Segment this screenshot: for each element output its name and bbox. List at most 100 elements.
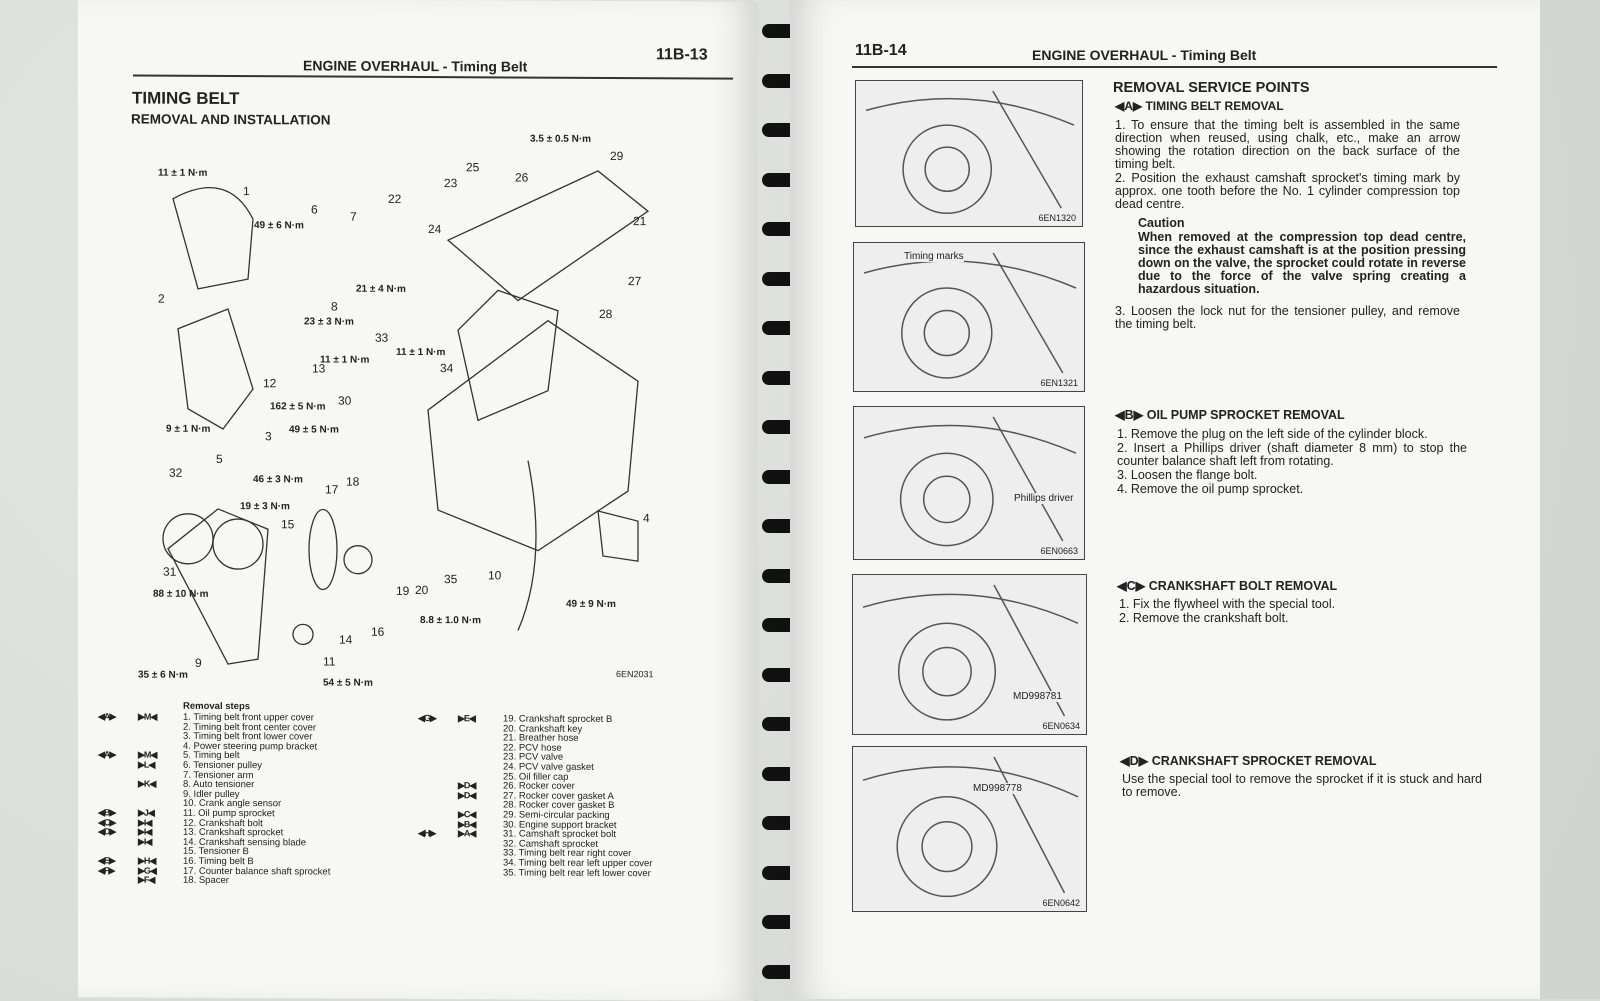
figure-code: 6EN0642 <box>1042 898 1080 908</box>
torque-spec: 88 ± 10 N·m <box>153 588 209 600</box>
torque-spec: 21 ± 4 N·m <box>356 283 406 295</box>
figure-code: 6EN0663 <box>1040 546 1078 556</box>
callout-number: 25 <box>466 160 480 175</box>
callout-number: 10 <box>488 568 502 583</box>
engine-illustration <box>865 90 1075 215</box>
figure-code: 6EN0634 <box>1042 721 1080 731</box>
removal-service-mark <box>418 781 458 791</box>
removal-service-mark <box>418 839 458 849</box>
illustration-figure: 6EN1320 <box>855 80 1083 227</box>
engine-illustration <box>862 756 1079 898</box>
installation-service-mark <box>458 743 503 753</box>
callout-number: 12 <box>263 376 277 391</box>
installation-service-mark: ▶M◀ <box>138 711 157 722</box>
torque-spec: 3.5 ± 0.5 N·m <box>530 133 592 145</box>
callout-number: 1 <box>243 184 250 199</box>
installation-service-mark <box>138 722 183 732</box>
callout-number: 8 <box>331 299 338 314</box>
removal-service-mark <box>418 724 458 734</box>
removal-service-mark <box>418 800 458 810</box>
torque-spec: 11 ± 1 N·m <box>158 167 208 179</box>
removal-service-mark <box>418 772 458 782</box>
removal-service-mark <box>418 762 458 772</box>
installation-service-mark <box>458 868 503 878</box>
callout-number: 18 <box>346 474 360 489</box>
sec-d-text: Use the special tool to remove the sproc… <box>1122 772 1482 799</box>
callout-number: 20 <box>415 582 429 598</box>
rocker-cover-drawing <box>446 170 650 302</box>
exploded-diagram <box>162 170 650 665</box>
list-item: 3. Loosen the flange bolt. <box>1117 468 1258 482</box>
callout-number: 29 <box>610 149 624 164</box>
removal-service-mark <box>418 848 458 858</box>
header-rule <box>852 66 1497 68</box>
page-number: 11B-14 <box>855 42 907 59</box>
removal-step-text: 18. Spacer <box>183 874 229 887</box>
caution-text: When removed at the compression top dead… <box>1138 230 1466 296</box>
callout-number: 16 <box>371 624 385 639</box>
list-item: 4. Remove the oil pump sprocket. <box>1117 482 1304 496</box>
callout-number: 21 <box>633 214 647 229</box>
callout-number: 7 <box>350 209 357 224</box>
removal-service-mark <box>98 732 138 742</box>
removal-service-mark <box>98 770 138 780</box>
removal-service-mark <box>418 733 458 743</box>
removal-service-mark <box>418 858 458 868</box>
list-item: 1. Fix the flywheel with the special too… <box>1119 597 1336 611</box>
removal-service-mark <box>418 752 458 762</box>
torque-spec: 49 ± 5 N·m <box>289 424 339 436</box>
callout-number: 26 <box>515 170 529 185</box>
section-subtitle: REMOVAL AND INSTALLATION <box>131 111 331 128</box>
sec-a-step-2: 2. Position the exhaust camshaft sprocke… <box>1115 171 1460 211</box>
callout-number: 2 <box>158 291 165 306</box>
torque-spec: 162 ± 5 N·m <box>270 401 326 413</box>
sec-b-title: ◀B▶ OIL PUMP SPROCKET REMOVAL <box>1115 408 1345 422</box>
installation-service-mark: ▶F◀ <box>138 874 155 885</box>
figure-code: 6EN2031 <box>616 669 654 680</box>
engine-illustration <box>863 252 1077 379</box>
removal-service-mark: ◀F▶ <box>98 864 115 875</box>
removal-service-mark <box>98 779 138 789</box>
removal-step-row: ▶F◀ 18. Spacer <box>98 875 330 886</box>
upper-cover-drawing <box>172 187 254 290</box>
installation-service-mark: ▶A◀ <box>458 828 476 839</box>
list-item: 2. Insert a Phillips driver (shaft diame… <box>1117 441 1467 468</box>
torque-spec: 35 ± 6 N·m <box>138 669 188 681</box>
installation-service-mark <box>138 789 183 799</box>
removal-service-mark <box>418 868 458 878</box>
removal-service-mark <box>98 760 138 770</box>
caution-title: Caution <box>1138 216 1185 230</box>
removal-service-mark: ◀H▶ <box>418 828 436 839</box>
callout-number: 33 <box>375 330 389 345</box>
figure-label: MD998781 <box>1013 691 1062 702</box>
callout-number: 14 <box>339 632 353 647</box>
torque-spec: 49 ± 9 N·m <box>566 598 616 611</box>
sec-a-title: ◀A▶ TIMING BELT REMOVAL <box>1115 99 1284 113</box>
callout-number: 35 <box>444 572 458 587</box>
header-rule <box>133 74 733 80</box>
list-item: 1. Remove the plug on the left side of t… <box>1117 427 1428 441</box>
sec-d-title: ◀D▶ CRANKSHAFT SPROCKET REMOVAL <box>1120 754 1377 768</box>
removal-service-mark <box>418 791 458 801</box>
callout-number: 15 <box>281 517 295 532</box>
callout-number: 32 <box>169 465 183 480</box>
callout-number: 30 <box>338 393 352 408</box>
torque-spec: 54 ± 5 N·m <box>323 677 373 689</box>
installation-service-mark: ▶K◀ <box>138 778 156 789</box>
page-header: ENGINE OVERHAUL - Timing Belt <box>303 57 528 75</box>
callout-number: 9 <box>195 655 202 670</box>
callout-number: 6 <box>311 202 318 217</box>
camshaft-sprockets-drawing <box>212 518 264 570</box>
installation-service-mark <box>458 839 503 849</box>
callout-number: 28 <box>599 306 613 322</box>
engine-illustration <box>863 416 1077 547</box>
figure-label: Phillips driver <box>1014 493 1074 504</box>
torque-spec: 49 ± 6 N·m <box>254 220 304 232</box>
callout-layer <box>78 0 758 2</box>
right-page: 11B-14 ENGINE OVERHAUL - Timing Belt 6EN… <box>790 0 1540 999</box>
left-page: ENGINE OVERHAUL - Timing Belt 11B-13 TIM… <box>78 0 758 1001</box>
torque-spec: 11 ± 1 N·m <box>320 354 370 366</box>
